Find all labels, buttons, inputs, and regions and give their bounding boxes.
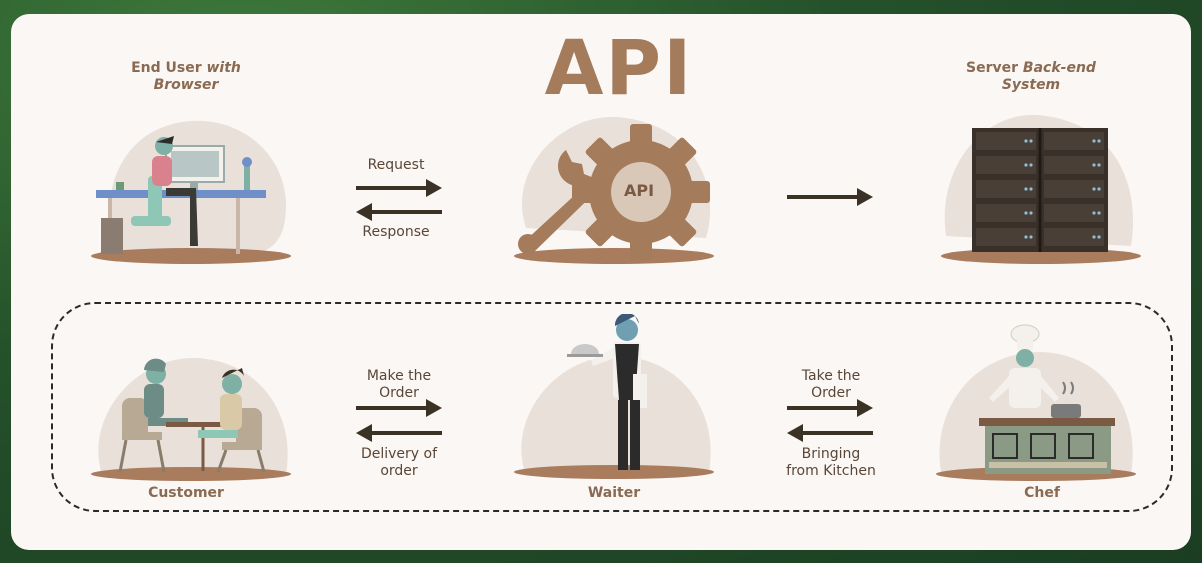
end-user-line2: Browser <box>153 77 219 93</box>
delivery-label: Delivery of order <box>344 446 454 480</box>
bringing-label: Bringing from Kitchen <box>767 446 895 480</box>
take-order-line1: Take the <box>801 368 861 384</box>
waiter-label: Waiter <box>587 485 641 501</box>
gear-api-label: API <box>623 181 655 200</box>
customers-icon <box>91 357 291 481</box>
user-computer-icon <box>91 120 291 264</box>
response-label: Response <box>362 224 430 240</box>
bringing-line1: Bringing <box>801 446 861 462</box>
server-line2: System <box>1001 77 1061 93</box>
server-rack-icon <box>941 114 1141 264</box>
end-user-label: End User with Browser <box>106 60 266 94</box>
server-label: Server Back-end System <box>951 60 1111 94</box>
delivery-line2: order <box>380 463 418 479</box>
take-order-label: Take the Order <box>776 368 886 402</box>
chef-label: Chef <box>1024 485 1060 501</box>
make-order-line2: Order <box>379 385 419 401</box>
request-label: Request <box>367 157 425 173</box>
api-gear-icon <box>514 116 714 264</box>
customer-label: Customer <box>148 485 224 501</box>
order-delivery-arrows <box>356 399 442 442</box>
request-response-arrows <box>356 179 442 221</box>
restaurant-analogy-frame <box>51 302 1173 512</box>
api-diagram-card: API End User with Browser Server Back-en… <box>11 14 1191 550</box>
bringing-line2: from Kitchen <box>786 463 876 479</box>
delivery-line1: Delivery of <box>360 446 438 462</box>
make-order-line1: Make the <box>366 368 432 384</box>
server-text: Server <box>966 60 1023 76</box>
api-to-server-arrow <box>787 188 873 206</box>
server-italic: Back-end <box>1022 60 1096 76</box>
end-user-italic: with <box>206 60 241 76</box>
chef-icon <box>936 324 1136 481</box>
end-user-text: End User <box>131 60 207 76</box>
waiter-icon <box>514 314 714 479</box>
diagram-title: API <box>544 23 694 112</box>
kitchen-arrows <box>787 399 873 442</box>
make-order-label: Make the Order <box>344 368 454 402</box>
take-order-line2: Order <box>811 385 851 401</box>
